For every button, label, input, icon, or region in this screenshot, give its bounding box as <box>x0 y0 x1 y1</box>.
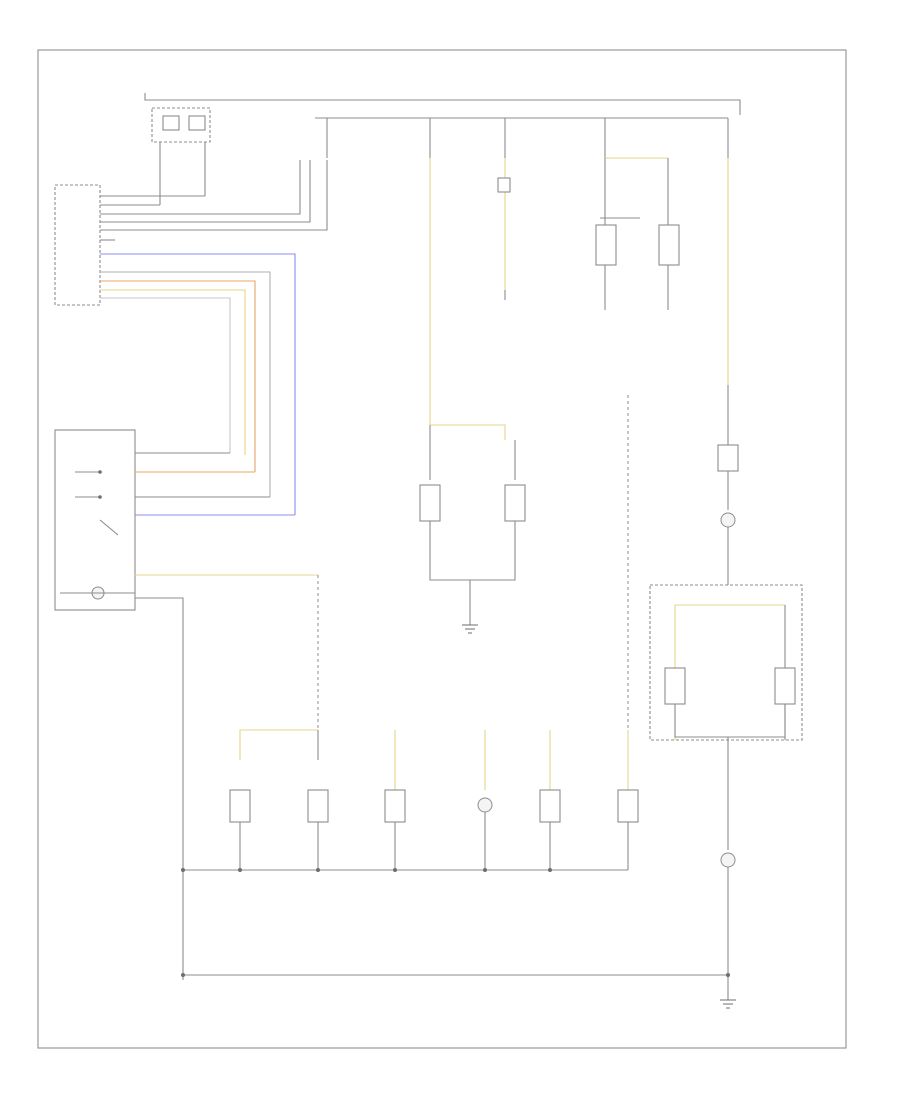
fuse-block <box>151 107 211 185</box>
power-bus <box>144 93 741 158</box>
dimmer-switch <box>54 429 319 980</box>
upper-components <box>429 157 729 445</box>
middle-pair <box>419 424 526 634</box>
diagram-frame <box>37 49 847 1049</box>
bottom-row <box>181 729 639 872</box>
ground-return <box>181 973 730 977</box>
right-column <box>649 444 803 1009</box>
control-module <box>54 160 328 515</box>
